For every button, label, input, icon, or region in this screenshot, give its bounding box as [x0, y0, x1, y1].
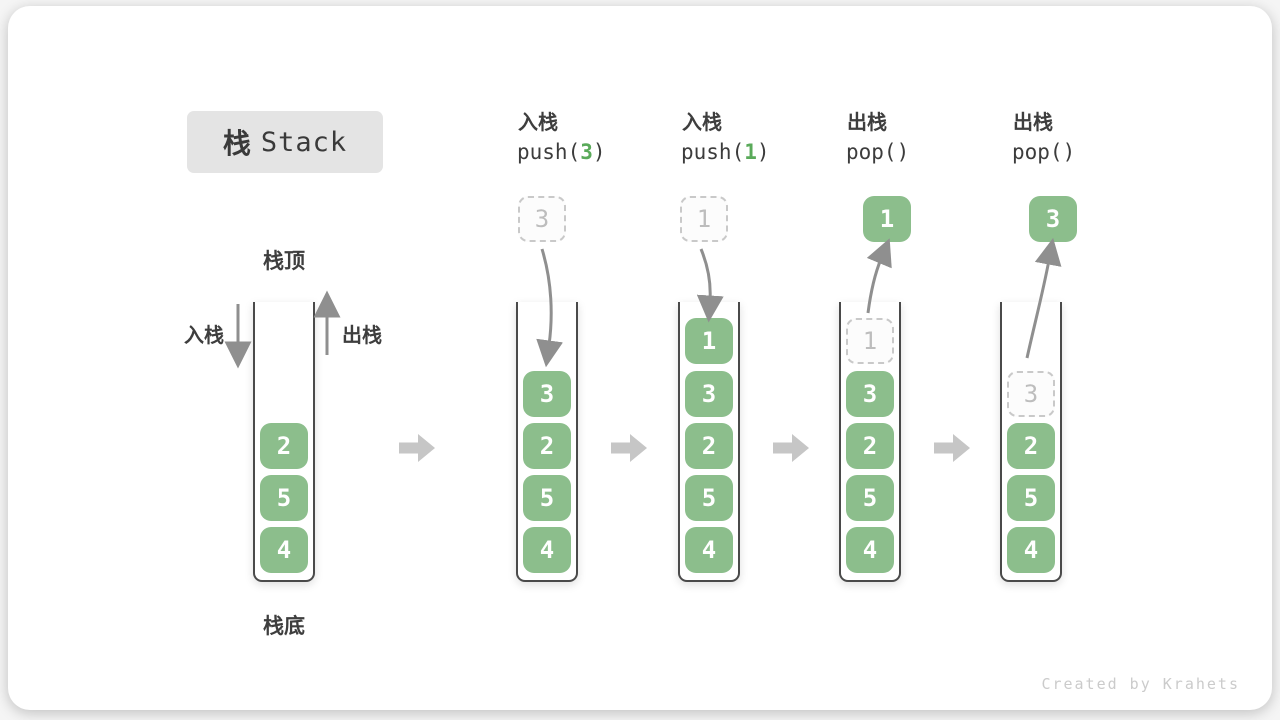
stack-element: 4 — [685, 527, 733, 573]
stack-element: 5 — [260, 475, 308, 521]
code-post: ) — [756, 140, 770, 164]
title-en: Stack — [260, 126, 348, 158]
stack-element: 3 — [523, 371, 571, 417]
removed-slot-dashed: 3 — [1007, 371, 1055, 417]
op-label-push2-code: push(1) — [681, 140, 770, 164]
op-label-pop2-code: pop() — [1012, 140, 1075, 164]
stack-element: 5 — [1007, 475, 1055, 521]
code-pre: pop() — [846, 140, 910, 164]
op-label-push2-zh: 入栈 — [682, 110, 722, 134]
stack-element: 1 — [685, 318, 733, 364]
stack-bottom-label: 栈底 — [263, 614, 305, 638]
stack-element: 2 — [523, 423, 571, 469]
push-direction-label: 入栈 — [184, 323, 224, 347]
popped-element: 3 — [1029, 196, 1077, 242]
stack-element: 4 — [260, 527, 308, 573]
code-arg: 1 — [744, 140, 757, 164]
stack-element: 2 — [1007, 423, 1055, 469]
code-post: ) — [592, 140, 606, 164]
op-label-pop2-zh: 出栈 — [1013, 110, 1053, 134]
popped-element: 1 — [863, 196, 911, 242]
stack-element: 2 — [685, 423, 733, 469]
stack-element: 5 — [685, 475, 733, 521]
watermark: Created by Krahets — [1041, 675, 1240, 693]
incoming-element-dashed: 3 — [518, 196, 566, 242]
stack-element: 2 — [260, 423, 308, 469]
op-label-pop1-code: pop() — [846, 140, 909, 164]
stack-element: 3 — [846, 371, 894, 417]
code-arg: 3 — [580, 140, 593, 164]
stack-element: 4 — [846, 527, 894, 573]
stack-element: 5 — [846, 475, 894, 521]
pop-direction-label: 出栈 — [342, 323, 382, 347]
incoming-element-dashed: 1 — [680, 196, 728, 242]
stack-element: 4 — [1007, 527, 1055, 573]
stack-element: 4 — [523, 527, 571, 573]
stack-element: 2 — [846, 423, 894, 469]
title-zh: 栈 — [222, 127, 251, 160]
removed-slot-dashed: 1 — [846, 318, 894, 364]
stack-element: 3 — [685, 371, 733, 417]
op-label-push1-code: push(3) — [517, 140, 606, 164]
op-label-push1-zh: 入栈 — [518, 110, 558, 134]
code-pre: push( — [517, 140, 581, 164]
op-label-pop1-zh: 出栈 — [847, 110, 887, 134]
title-box: 栈 Stack — [187, 111, 383, 173]
stack-element: 5 — [523, 475, 571, 521]
code-pre: pop() — [1012, 140, 1076, 164]
stack-top-label: 栈顶 — [263, 249, 305, 273]
code-pre: push( — [681, 140, 745, 164]
